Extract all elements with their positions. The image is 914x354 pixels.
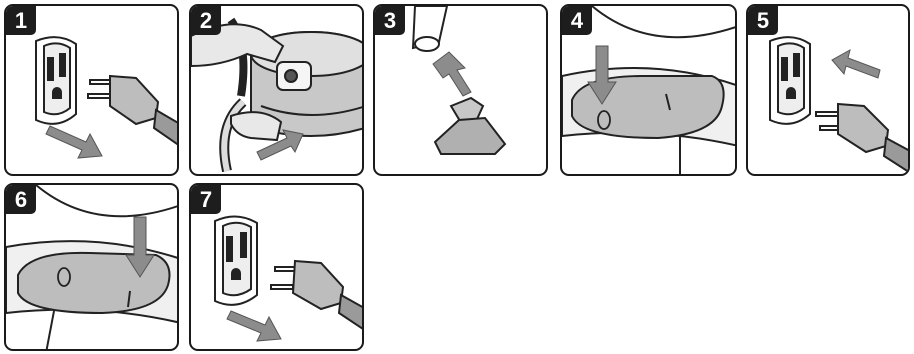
step-panel-5: 5 bbox=[746, 4, 910, 176]
step-number-badge: 1 bbox=[6, 6, 36, 35]
step-number-badge: 3 bbox=[375, 6, 405, 35]
step-panel-7: 7 bbox=[189, 183, 364, 351]
step-number-badge: 6 bbox=[6, 185, 36, 214]
direction-arrow-icon bbox=[46, 126, 102, 158]
upholstery-tool-icon bbox=[435, 98, 505, 154]
step-number-badge: 2 bbox=[191, 6, 221, 35]
step-panel-4: 4 bbox=[560, 4, 737, 176]
hand-icon bbox=[231, 112, 281, 140]
step-number-badge: 5 bbox=[748, 6, 778, 35]
power-plug-icon bbox=[816, 104, 910, 174]
power-plug-icon bbox=[271, 261, 364, 331]
direction-arrow-icon bbox=[227, 311, 281, 341]
step-panel-6: 6 bbox=[4, 183, 179, 351]
wall-outlet-icon bbox=[770, 37, 810, 124]
power-plug-icon bbox=[88, 76, 179, 146]
direction-arrow-icon bbox=[433, 52, 471, 96]
direction-arrow-icon bbox=[832, 50, 880, 78]
step-number-badge: 7 bbox=[191, 185, 221, 214]
step-panel-2: 2 bbox=[189, 4, 364, 176]
wand-tube-icon bbox=[413, 6, 447, 51]
wall-outlet-icon bbox=[215, 216, 257, 304]
step-panel-1: 1 bbox=[4, 4, 179, 176]
wall-outlet-icon bbox=[36, 37, 76, 124]
step-number-badge: 4 bbox=[562, 6, 592, 35]
step-panel-3: 3 bbox=[373, 4, 548, 176]
